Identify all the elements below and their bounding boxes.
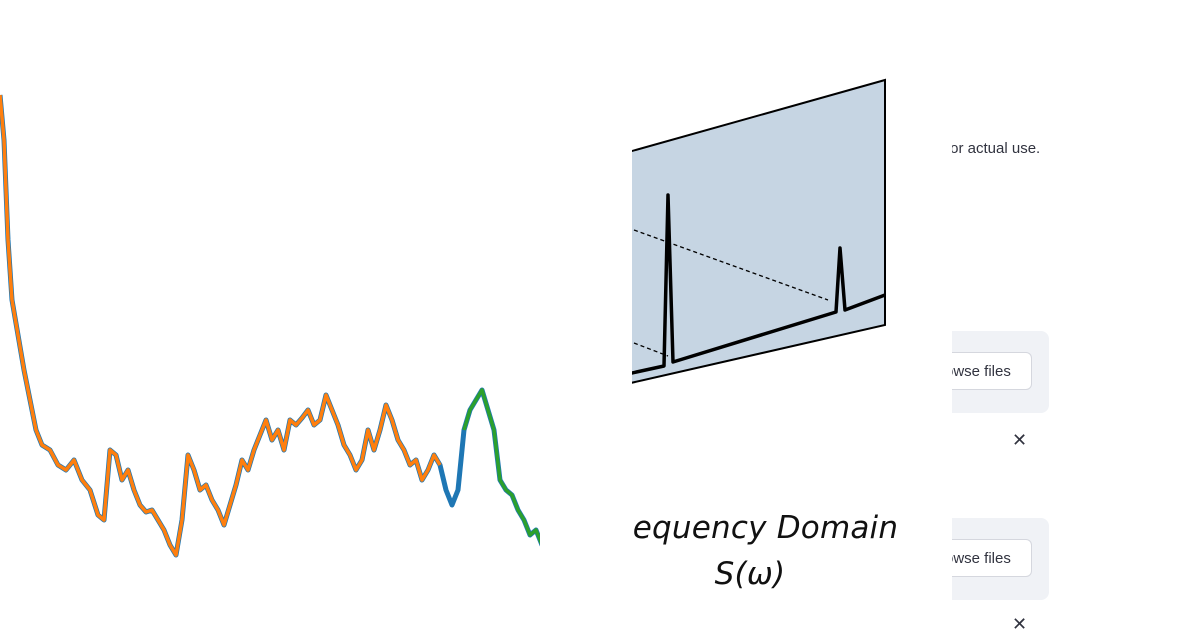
crop-mask (540, 500, 634, 610)
info-note: for actual use. (952, 140, 1041, 157)
time-series-plot (0, 94, 632, 608)
file-uploader-1: Browse files (952, 331, 1049, 413)
frequency-plane (632, 78, 886, 384)
dashed-guide-bottom (633, 342, 669, 357)
dashed-guide-top (633, 229, 829, 301)
browse-files-button-1[interactable]: Browse files (952, 352, 1032, 390)
spectrum-line (632, 193, 886, 375)
frequency-domain-symbol: S(ω) (714, 556, 786, 592)
close-icon[interactable]: ✕ (1012, 430, 1028, 451)
series-line-fit-1 (0, 94, 442, 557)
browse-files-button-2[interactable]: Browse files (952, 539, 1032, 577)
close-icon[interactable]: ✕ (1012, 614, 1028, 630)
frequency-domain-title: Frequency Domain (601, 510, 899, 546)
frequency-domain-panel (632, 78, 886, 384)
file-uploader-2: Browse files (952, 518, 1049, 600)
app-sidebar-strip: for actual use. Browse files ✕ Browse fi… (952, 0, 1200, 630)
